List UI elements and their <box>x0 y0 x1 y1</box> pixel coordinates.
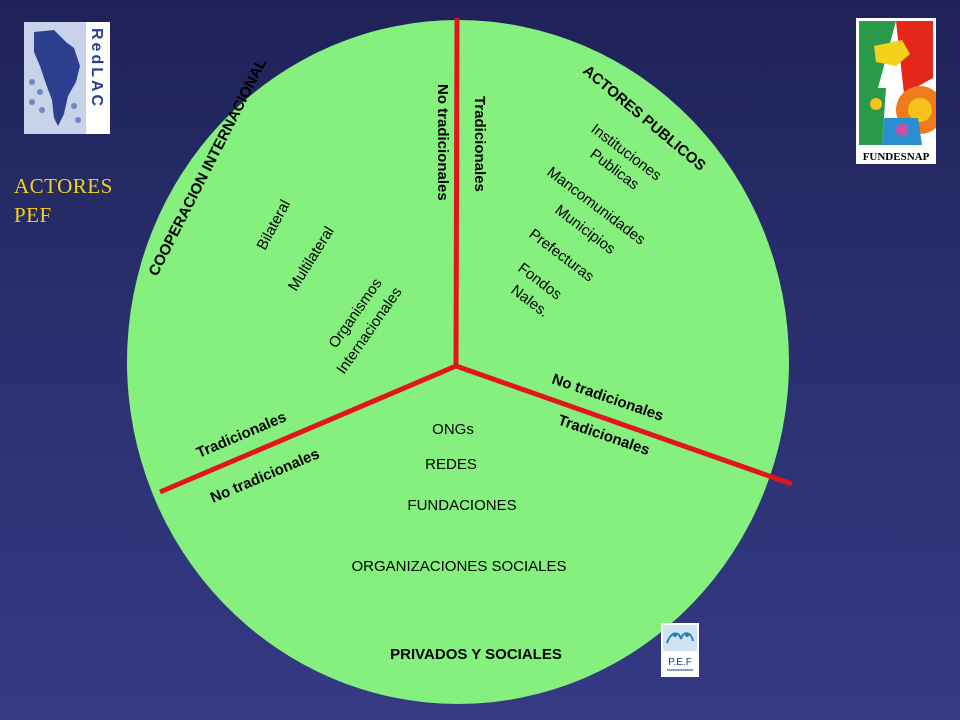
item-organizaciones-sociales: ORGANIZACIONES SOCIALES <box>351 558 566 575</box>
divider-label-no-tradicionales-vertical: No tradicionales <box>434 84 451 201</box>
slide-title-line1: ACTORES <box>14 174 113 198</box>
divider-vertical <box>453 17 460 367</box>
slide-title-line2: PEF <box>14 203 52 227</box>
divider-label-tradicionales-vertical: Tradicionales <box>471 96 488 192</box>
slide-title: ACTORES PEF <box>14 172 113 230</box>
redlac-logo-text: RedLAC <box>88 28 105 109</box>
redlac-logo: RedLAC <box>24 22 110 134</box>
divider-lower-right <box>455 363 793 487</box>
pef-logo: P.E.F <box>661 623 699 677</box>
item-fundaciones: FUNDACIONES <box>407 497 516 514</box>
sector-header-privados: PRIVADOS Y SOCIALES <box>390 646 562 663</box>
divider-lower-left <box>159 363 457 495</box>
item-redes: REDES <box>425 456 477 473</box>
item-ongs: ONGs <box>432 421 474 438</box>
fundesnap-logo: FUNDESNAP <box>856 18 936 164</box>
fundesnap-logo-text: FUNDESNAP <box>863 151 930 163</box>
pef-logo-text: P.E.F <box>668 657 692 668</box>
